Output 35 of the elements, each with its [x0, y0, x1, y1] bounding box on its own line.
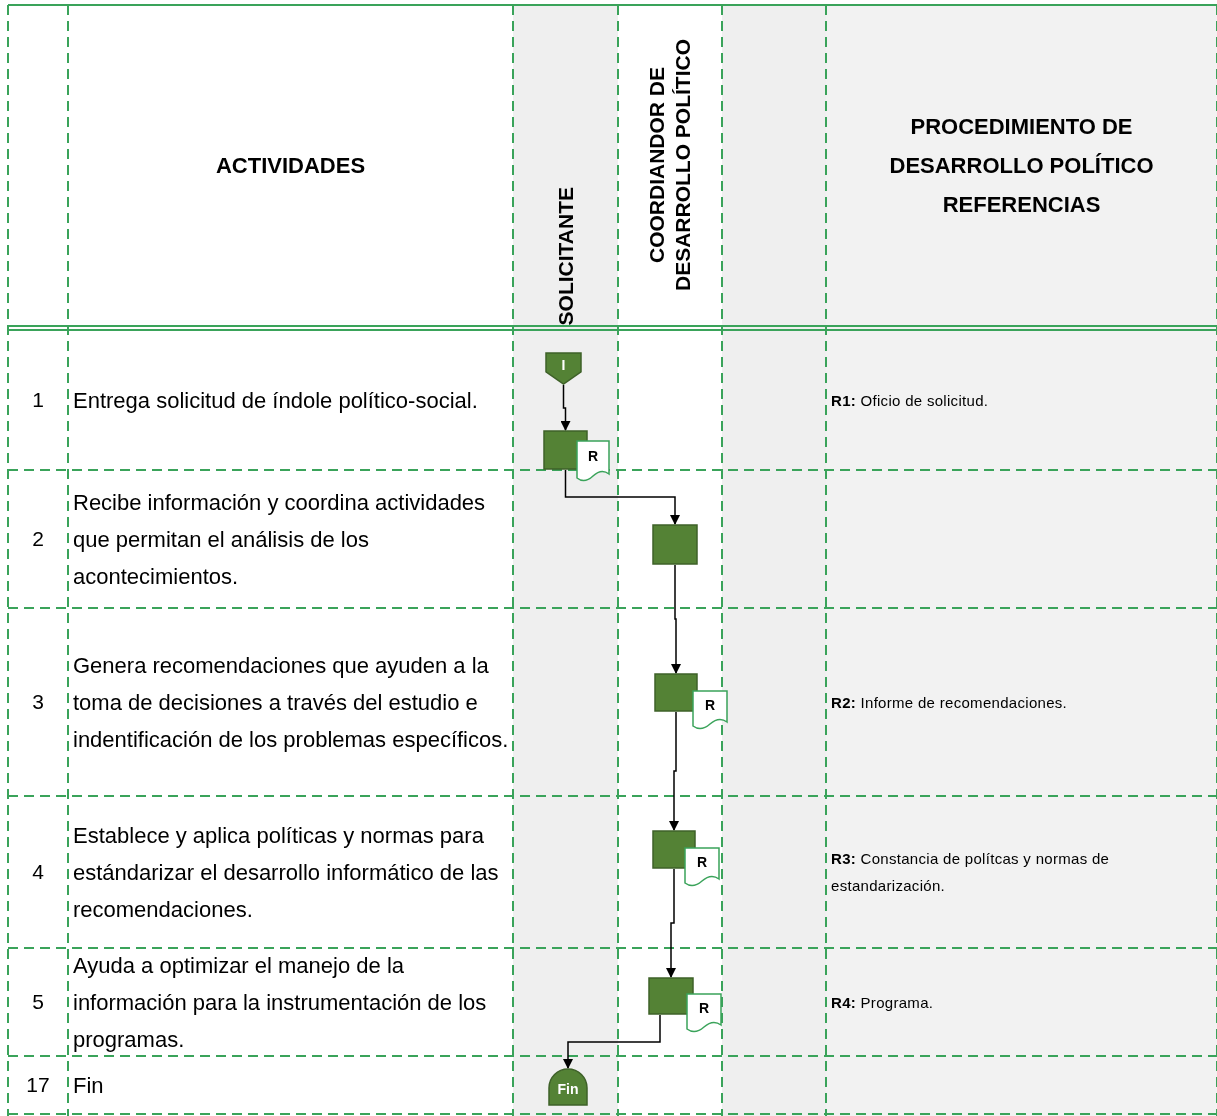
row-number: 3 [31, 690, 45, 714]
row-number: 1 [31, 388, 45, 412]
arrow [671, 564, 681, 674]
activity-text: Establece y aplica políticas y normas para estándarizar el desarrollo informático de las recomendaciones. [72, 821, 500, 924]
arrow [563, 1014, 661, 1069]
activity-text: Ayuda a optimizar el manejo de la información para la instrumentación de los programas. [72, 951, 488, 1054]
start-connector: I [545, 352, 582, 385]
column-header: ACTIVIDADES [214, 152, 367, 180]
document-symbol: R [692, 690, 728, 730]
arrow [666, 868, 676, 978]
arrow [560, 384, 571, 431]
arrow [564, 469, 680, 525]
reference-note: R1: Oficio de solicitud. [830, 390, 990, 411]
process-box [648, 977, 694, 1015]
column-header: PROCEDIMIENTO DE DESARROLLO POLÍTICO REFERENCIAS [888, 113, 1155, 219]
row-number: 5 [31, 990, 45, 1014]
row-number: 17 [25, 1073, 51, 1097]
row-number: 4 [31, 860, 45, 884]
arrow [669, 711, 679, 831]
process-box [652, 524, 698, 565]
activity-text: Entrega solicitud de índole político-social. [72, 386, 479, 415]
activity-text: Genera recomendaciones que ayuden a la toma de decisiones a través del estudio e indentificación de los problemas específicos. [72, 651, 510, 754]
activity-text: Recibe información y coordina actividades que permitan el análisis de los acontecimientos. [72, 488, 487, 591]
lane-header: SOLICITANTE [552, 186, 578, 325]
end-terminator: Fin [548, 1068, 588, 1106]
document-symbol: R [686, 993, 722, 1033]
process-box [654, 673, 698, 712]
reference-note: R4: Programa. [830, 992, 935, 1013]
activity-text: Fin [72, 1071, 105, 1100]
reference-note: R2: Informe de recomendaciones. [830, 692, 1069, 713]
document-symbol: R [576, 440, 610, 482]
document-symbol: R [684, 847, 720, 887]
reference-note: R3: Constancia de polítcas y normas de estandarización. [830, 849, 1111, 896]
lane-header: COORDIANDOR DE DESARROLLO POLÍTICO [644, 38, 695, 293]
row-number: 2 [31, 527, 45, 551]
